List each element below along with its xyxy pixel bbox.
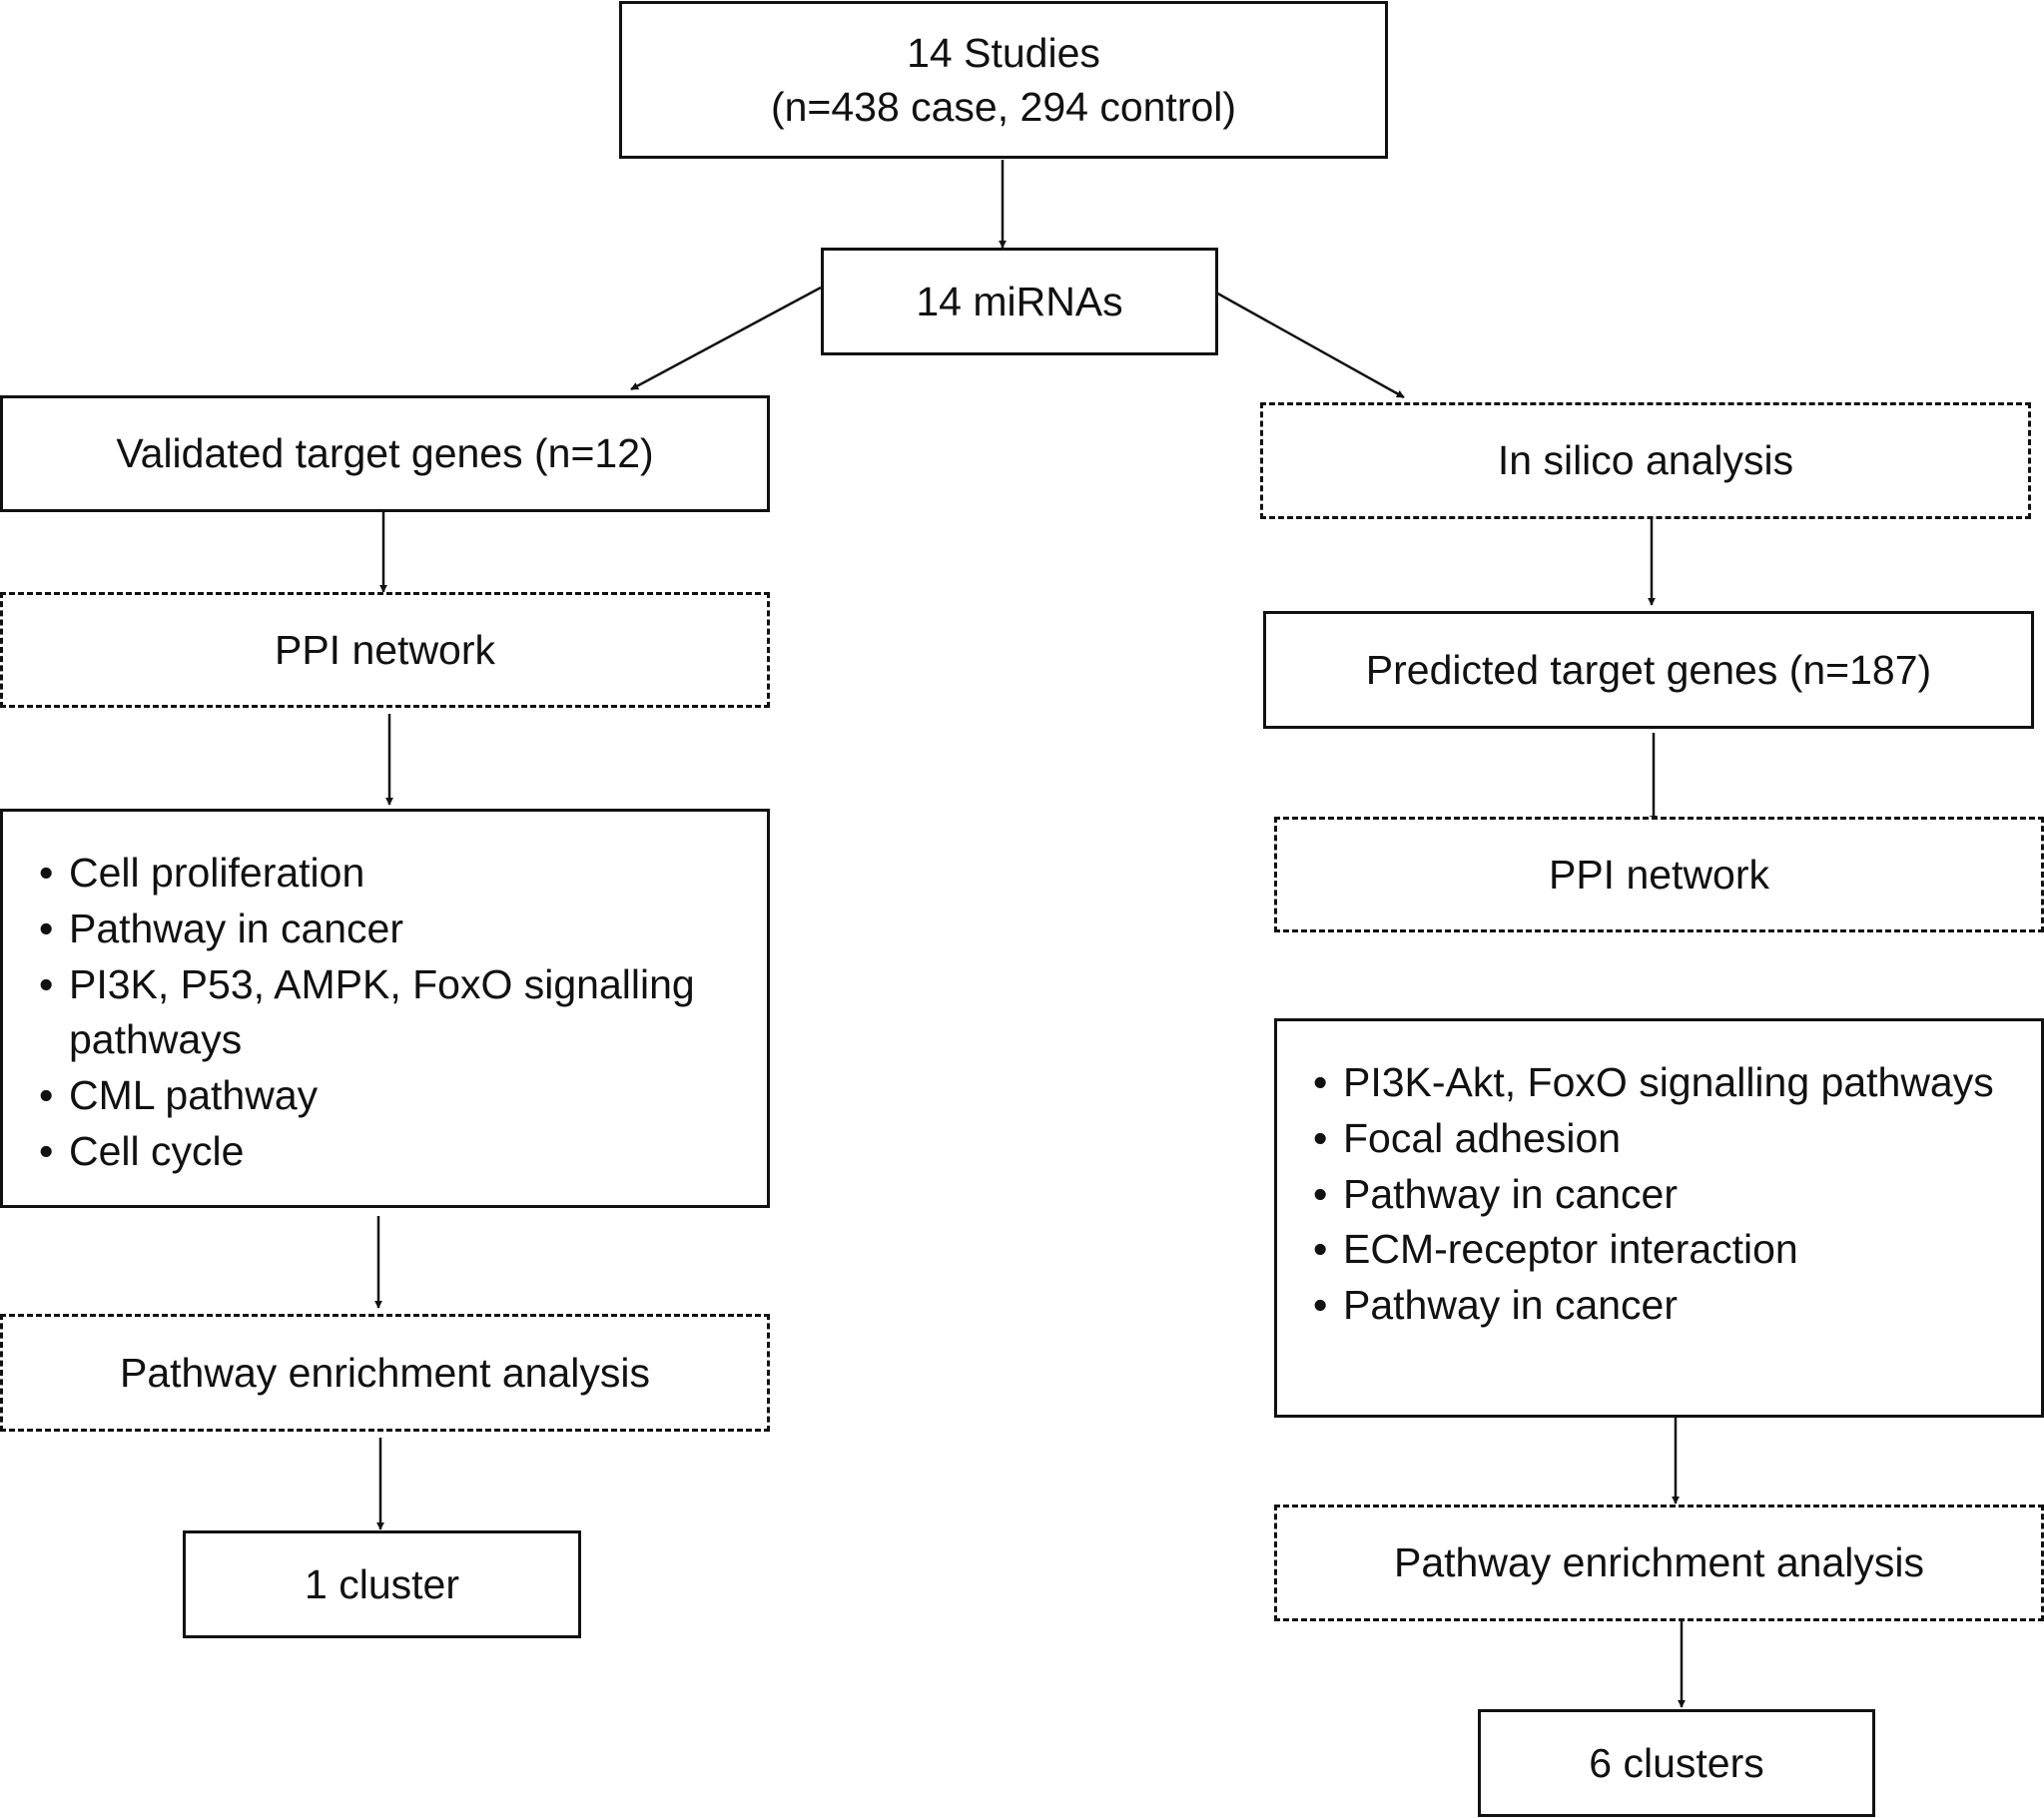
list-item: Cell proliferation: [37, 846, 727, 902]
left-pathway-enrichment-box: Pathway enrichment analysis: [0, 1314, 770, 1432]
list-item: Pathway in cancer: [37, 902, 727, 957]
predicted-target-genes-box: Predicted target genes (n=187): [1263, 611, 2034, 729]
validated-target-genes-box: Validated target genes (n=12): [0, 395, 770, 512]
in-silico-analysis-box: In silico analysis: [1260, 402, 2031, 519]
studies-title: 14 Studies: [907, 29, 1100, 76]
list-item: Pathway in cancer: [1311, 1167, 1994, 1223]
list-item: Cell cycle: [37, 1124, 727, 1180]
right-pathway-list: PI3K-Akt, FoxO signalling pathways Focal…: [1311, 1055, 1994, 1334]
list-item: PI3K, P53, AMPK, FoxO signalling pathway…: [37, 957, 727, 1069]
left-result-box: 1 cluster: [183, 1530, 581, 1638]
right-ppi-network-box: PPI network: [1274, 817, 2044, 932]
list-item: Pathway in cancer: [1311, 1278, 1994, 1334]
right-pathway-list-box: PI3K-Akt, FoxO signalling pathways Focal…: [1274, 1018, 2044, 1418]
left-ppi-network-box: PPI network: [0, 592, 770, 708]
studies-subtitle: (n=438 case, 294 control): [770, 84, 1237, 130]
left-pathway-list: Cell proliferation Pathway in cancer PI3…: [37, 846, 727, 1180]
list-item: PI3K-Akt, FoxO signalling pathways: [1311, 1055, 1994, 1111]
left-pathway-list-box: Cell proliferation Pathway in cancer PI3…: [0, 809, 770, 1208]
list-item: ECM-receptor interaction: [1311, 1222, 1994, 1278]
list-item: CML pathway: [37, 1068, 727, 1124]
list-item: Focal adhesion: [1311, 1111, 1994, 1167]
arrow-mirnas-to-insilico: [1213, 290, 1405, 399]
arrow-mirnas-to-validated: [630, 286, 822, 391]
right-pathway-enrichment-box: Pathway enrichment analysis: [1274, 1505, 2044, 1621]
right-result-box: 6 clusters: [1478, 1709, 1875, 1817]
mirnas-box: 14 miRNAs: [821, 248, 1218, 355]
studies-box: 14 Studies (n=438 case, 294 control): [619, 1, 1388, 159]
